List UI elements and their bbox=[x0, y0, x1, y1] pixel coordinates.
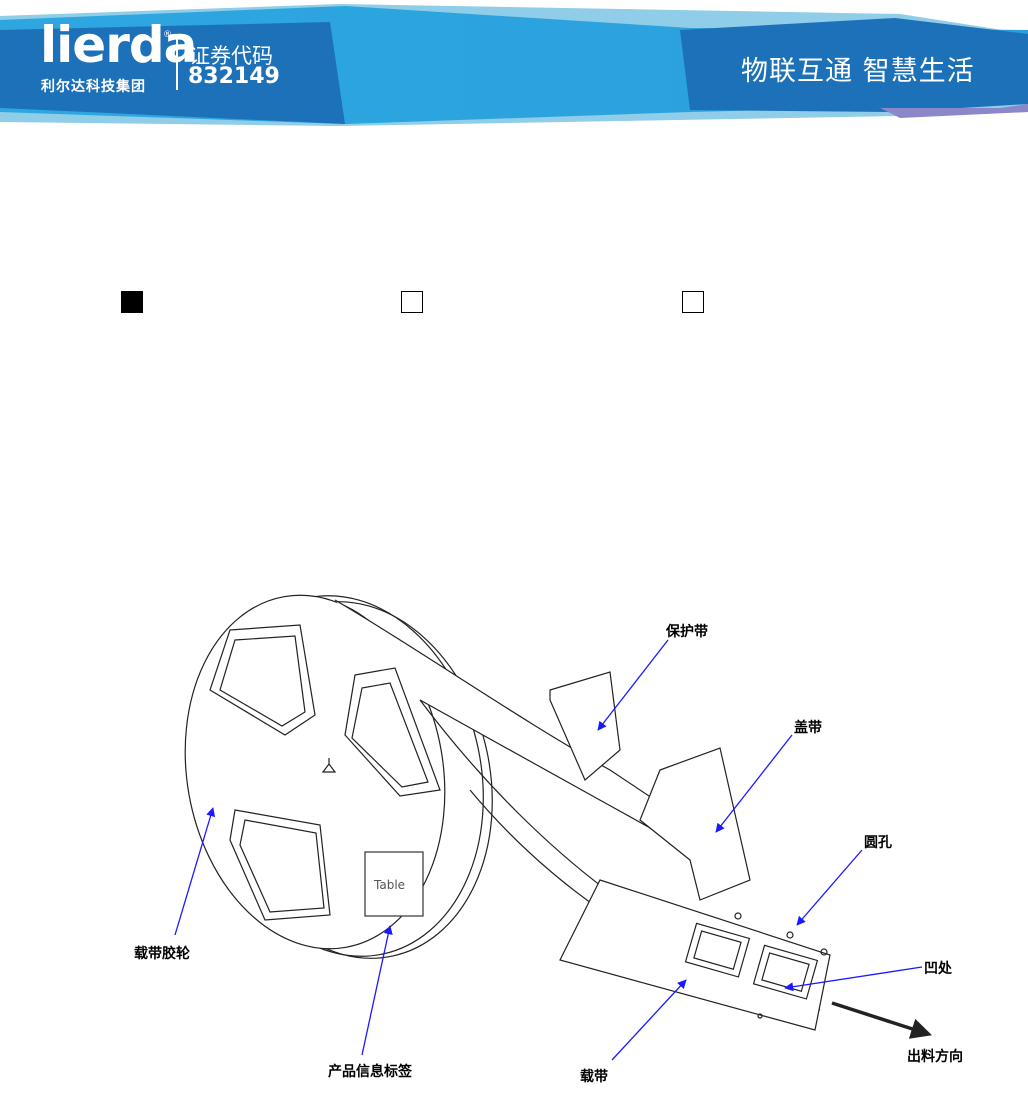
product-info-label bbox=[364, 851, 424, 917]
checkbox-1[interactable] bbox=[121, 291, 143, 313]
header-banner: lierda ® 利尔达科技集团 证券代码 832149 物联互通 智慧生活 bbox=[0, 0, 1028, 130]
registered-mark: ® bbox=[163, 30, 172, 40]
tape-reel-diagram: Table 保护带 盖带 圆孔 凹处 载带胶轮 产品信息标签 载带 出料方向 bbox=[0, 560, 1028, 1095]
label-product-info: 产品信息标签 bbox=[328, 1063, 413, 1080]
banner-background bbox=[0, 4, 1028, 126]
company-name: 利尔达科技集团 bbox=[41, 79, 146, 95]
label-reel: 载带胶轮 bbox=[134, 945, 190, 962]
checkbox-2[interactable] bbox=[401, 291, 423, 313]
label-pocket: 凹处 bbox=[924, 960, 953, 977]
checkbox-3[interactable] bbox=[682, 291, 704, 313]
tape-reel-illustration: Table 保护带 盖带 圆孔 凹处 载带胶轮 产品信息标签 载带 出料方向 bbox=[134, 594, 963, 1085]
label-cover-tape: 盖带 bbox=[794, 719, 822, 736]
label-feed-direction: 出料方向 bbox=[907, 1048, 963, 1065]
reel-label-text: Table bbox=[373, 878, 405, 892]
stock-code-value: 832149 bbox=[188, 64, 280, 89]
stock-code-label: 证券代码 bbox=[189, 44, 273, 68]
logo-divider bbox=[176, 38, 178, 90]
pointer-arrows bbox=[174, 639, 923, 1061]
company-logo: lierda bbox=[40, 16, 197, 74]
label-round-hole: 圆孔 bbox=[864, 835, 892, 851]
feed-direction-arrow bbox=[831, 1001, 932, 1039]
company-slogan: 物联互通 智慧生活 bbox=[741, 56, 975, 87]
label-protective-tape: 保护带 bbox=[665, 623, 708, 640]
label-carrier-tape: 载带 bbox=[580, 1068, 608, 1085]
reel-drawing bbox=[184, 594, 831, 1031]
